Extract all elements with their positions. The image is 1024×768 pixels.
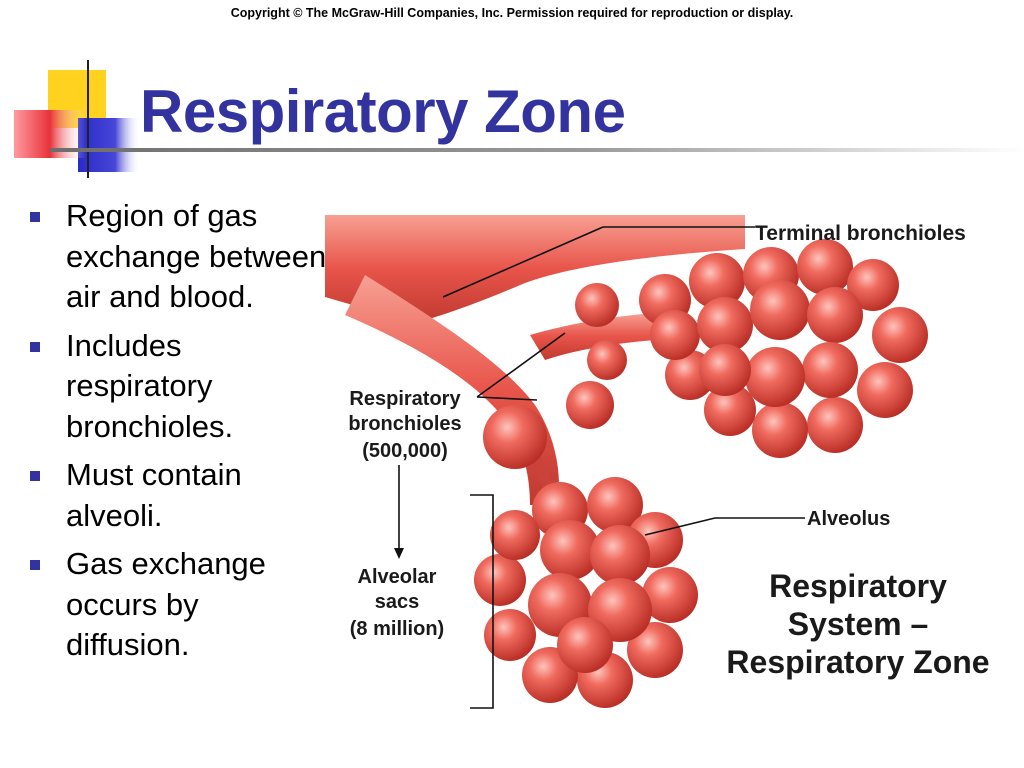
bullet-square-icon — [30, 212, 40, 222]
bullet-item: Gas exchange occurs by diffusion. — [28, 544, 328, 666]
bronchiole-alveoli — [483, 283, 627, 469]
bullet-square-icon — [30, 471, 40, 481]
copyright-notice: Copyright © The McGraw-Hill Companies, I… — [230, 6, 794, 20]
title-decoration — [14, 60, 160, 178]
lower-alveolar-sac-cluster — [474, 477, 698, 708]
figure-caption-line: System – — [788, 606, 929, 642]
label-respiratory-bronchioles-count: (500,000) — [362, 440, 448, 462]
upper-alveolar-cluster — [639, 239, 928, 458]
figure-caption-line: Respiratory Zone — [726, 644, 989, 680]
label-alveolar-sacs-count: (8 million) — [350, 618, 444, 640]
bullet-text: Must contain alveoli. — [66, 457, 242, 533]
figure-caption-line: Respiratory — [769, 568, 947, 604]
bullet-item: Region of gas exchange between air and b… — [28, 196, 328, 318]
label-terminal-bronchioles: Terminal bronchioles — [755, 222, 966, 245]
bullet-text: Includes respiratory bronchioles. — [66, 327, 234, 444]
label-respiratory-bronchioles: bronchioles — [348, 413, 461, 435]
label-respiratory-bronchioles: Respiratory — [349, 388, 461, 410]
label-alveolar-sacs: Alveolar — [358, 566, 437, 588]
bullet-text: Gas exchange occurs by diffusion. — [66, 546, 266, 662]
leader-lines — [398, 226, 805, 709]
down-arrow-icon — [394, 548, 404, 559]
bullet-text: Region of gas exchange between air and b… — [66, 198, 327, 314]
bullet-item: Must contain alveoli. — [28, 455, 328, 536]
label-alveolar-sacs: sacs — [375, 591, 420, 613]
bullet-square-icon — [30, 341, 40, 352]
bullet-square-icon — [30, 560, 40, 570]
title-underline — [50, 148, 1024, 152]
respiratory-zone-illustration: Terminal bronchioles Respiratory bronchi… — [325, 215, 990, 709]
page-title: Respiratory Zone — [140, 78, 626, 145]
bullet-item: Includes respiratory bronchioles. — [28, 326, 328, 448]
label-alveolus: Alveolus — [807, 508, 890, 530]
bullet-list: Region of gas exchange between air and b… — [28, 196, 328, 674]
